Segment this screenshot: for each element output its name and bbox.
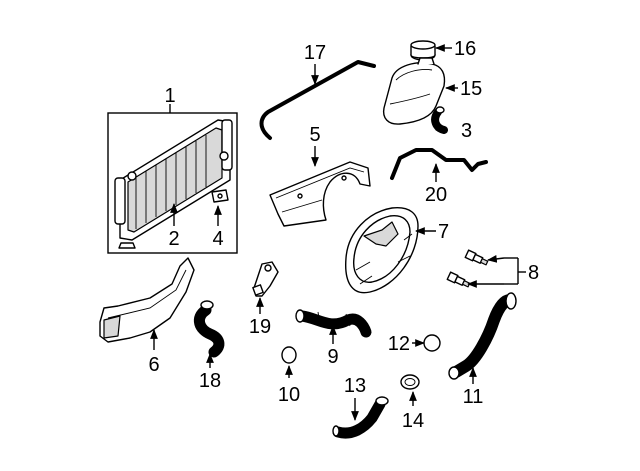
plug-10 [281,346,297,364]
coolant-tube-20 [390,148,488,180]
radiator-bracket-4 [211,189,229,203]
callout-9: 9 [327,346,338,368]
callout-15: 15 [460,78,482,100]
upper-hose-9 [295,309,372,338]
thermostat-housing-19 [252,261,279,297]
callout-8: 8 [528,262,539,284]
callout-10: 10 [278,384,300,406]
callout-13: 13 [344,375,366,397]
callout-5: 5 [309,124,320,146]
callout-17: 17 [304,42,326,64]
heater-hose-13 [332,396,389,439]
callout-19: 19 [249,316,271,338]
overflow-hose-3 [431,106,448,134]
callout-16: 16 [454,38,476,60]
callout-11: 11 [463,386,484,408]
coolant-reservoir-15 [382,57,446,125]
cap-12 [423,334,441,352]
callout-20: 20 [425,184,447,206]
callout-6: 6 [148,354,159,376]
temp-sensors-8 [446,249,489,288]
callout-labels: 1 2 3 4 5 6 7 8 9 10 11 12 13 14 15 16 1… [148,38,539,432]
callout-4: 4 [212,228,223,250]
radiator-core [114,119,233,241]
bypass-hose-11 [448,292,517,380]
fan-shroud-upper [269,161,371,227]
callout-18: 18 [199,370,221,392]
lower-shield-6 [99,257,195,343]
callout-3: 3 [461,120,472,142]
lower-hose-18 [193,300,225,358]
support-rod-17 [259,60,376,140]
callout-2: 2 [168,228,179,250]
clamp-14 [400,374,420,390]
callout-7: 7 [438,221,449,243]
fan-shroud-7 [345,207,419,294]
callout-1: 1 [164,85,175,107]
callout-12: 12 [388,333,410,355]
radiator-assembly-group [107,112,238,254]
radiator-clip [118,242,136,249]
callout-14: 14 [402,410,424,432]
leader-lines [150,44,526,421]
reservoir-cap-16 [410,40,436,61]
